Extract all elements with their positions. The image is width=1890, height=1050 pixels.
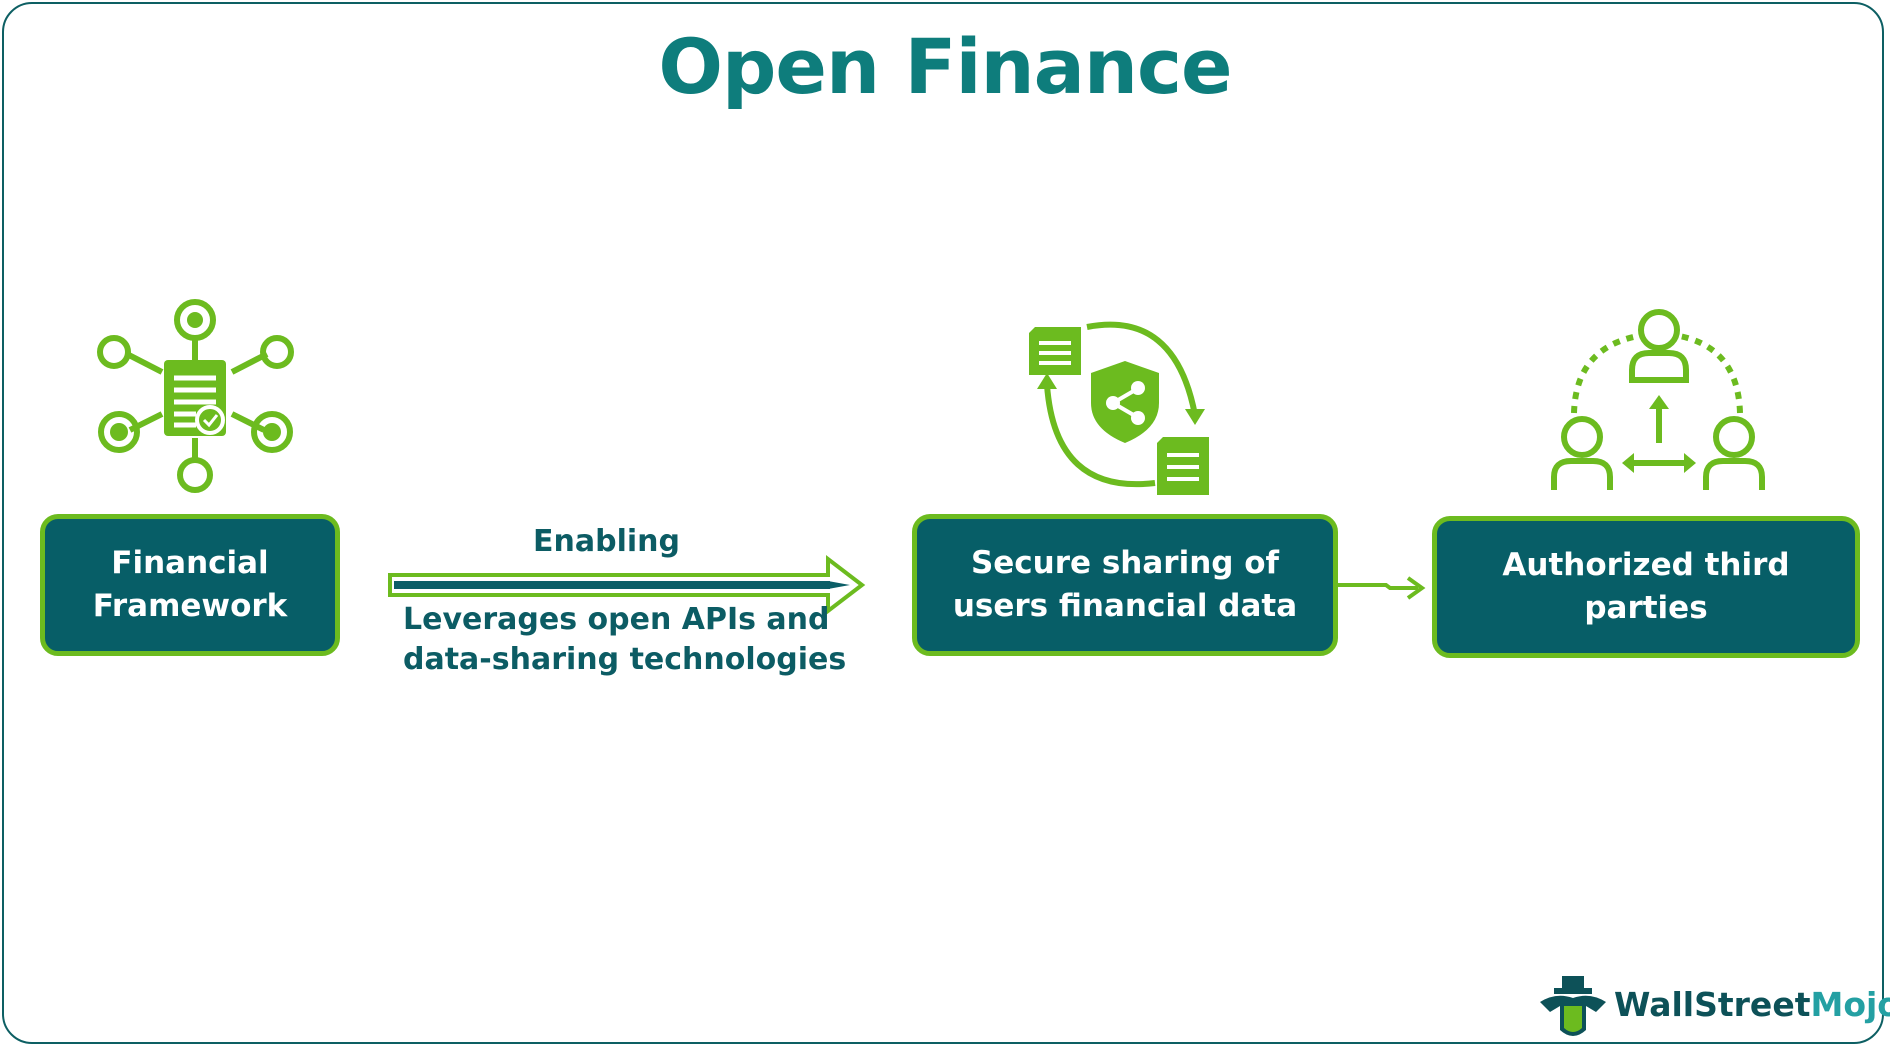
network-document-icon: [97, 299, 294, 493]
secure-sharing-line2: users financial data: [952, 588, 1298, 624]
brand-part1: WallStreet: [1614, 985, 1811, 1024]
brand-mascot-icon: [1540, 976, 1606, 1036]
page-title: Open Finance: [658, 22, 1232, 111]
leverages-label: Leverages open APIs and data-sharing tec…: [403, 600, 846, 680]
third-parties-box: Authorized third parties: [1432, 516, 1860, 658]
leverages-line1: Leverages open APIs and: [403, 602, 830, 637]
brand-part2: Mojo: [1810, 985, 1890, 1024]
secure-share-cycle-icon: [1029, 321, 1209, 495]
third-parties-line2: parties: [1584, 590, 1708, 626]
enabling-arrow: [388, 554, 866, 616]
third-party-users-icon: [1551, 309, 1765, 490]
financial-framework-line2: Framework: [92, 588, 288, 624]
secure-sharing-box: Secure sharing of users financial data: [912, 514, 1338, 656]
financial-framework-line1: Financial: [111, 545, 269, 582]
connector-arrow: [1338, 576, 1426, 600]
financial-framework-box: Financial Framework: [40, 514, 340, 656]
enabling-label: Enabling: [533, 524, 680, 559]
third-parties-line1: Authorized third: [1502, 547, 1790, 584]
secure-sharing-line1: Secure sharing of: [970, 545, 1280, 582]
brand-wordmark: WallStreetMojo: [1614, 985, 1890, 1024]
leverages-line2: data-sharing technologies: [403, 641, 847, 677]
